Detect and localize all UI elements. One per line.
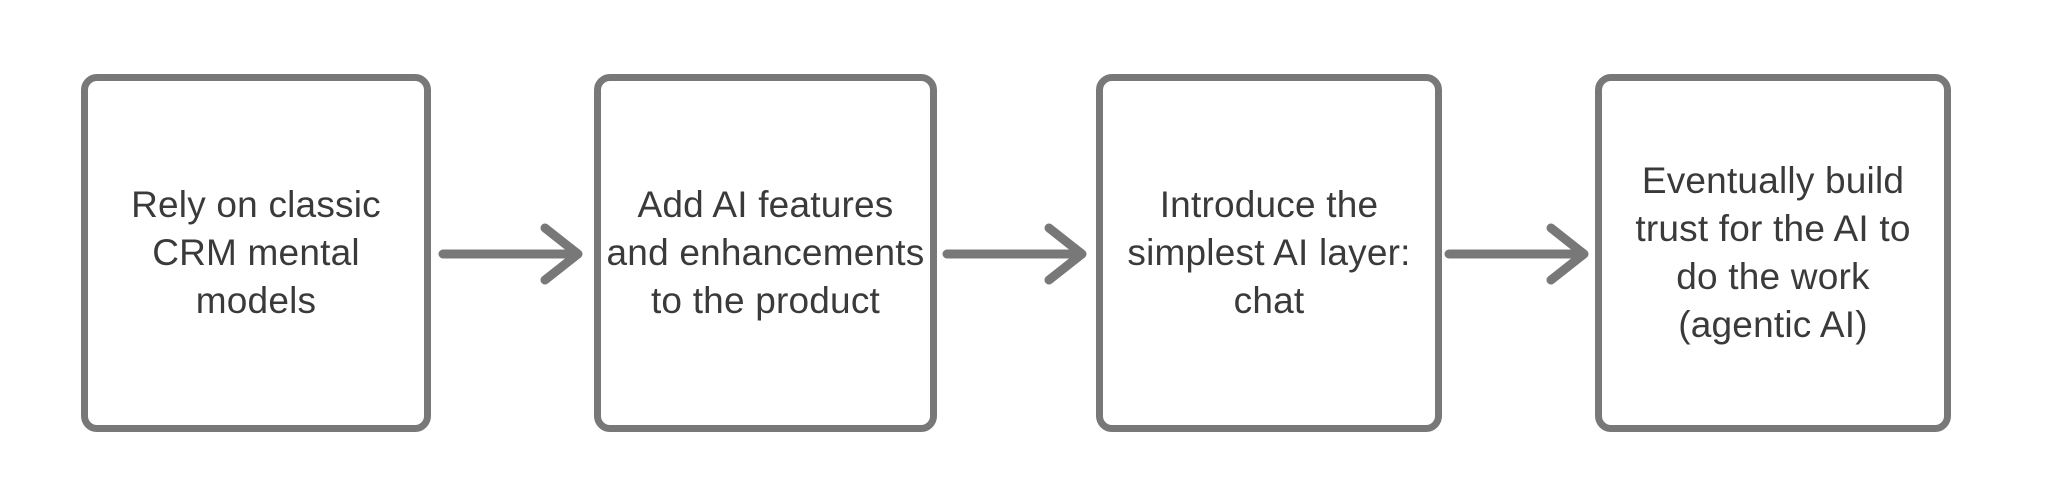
arrow-right-icon xyxy=(1444,223,1589,285)
flow-step-3: Introduce the simplest AI layer: chat xyxy=(1096,74,1442,432)
flow-step-2-label: Add AI features and enhancements to the … xyxy=(606,184,925,321)
flow-step-2: Add AI features and enhancements to the … xyxy=(594,74,937,432)
flow-step-4: Eventually build trust for the AI to do … xyxy=(1595,74,1951,432)
arrow-right-icon xyxy=(438,223,583,285)
flow-step-1: Rely on classic CRM mental models xyxy=(81,74,431,432)
flow-step-3-label: Introduce the simplest AI layer: chat xyxy=(1127,184,1411,321)
arrow-right-icon xyxy=(942,223,1087,285)
flow-step-1-label: Rely on classic CRM mental models xyxy=(131,184,381,321)
flow-step-4-label: Eventually build trust for the AI to do … xyxy=(1635,160,1911,345)
